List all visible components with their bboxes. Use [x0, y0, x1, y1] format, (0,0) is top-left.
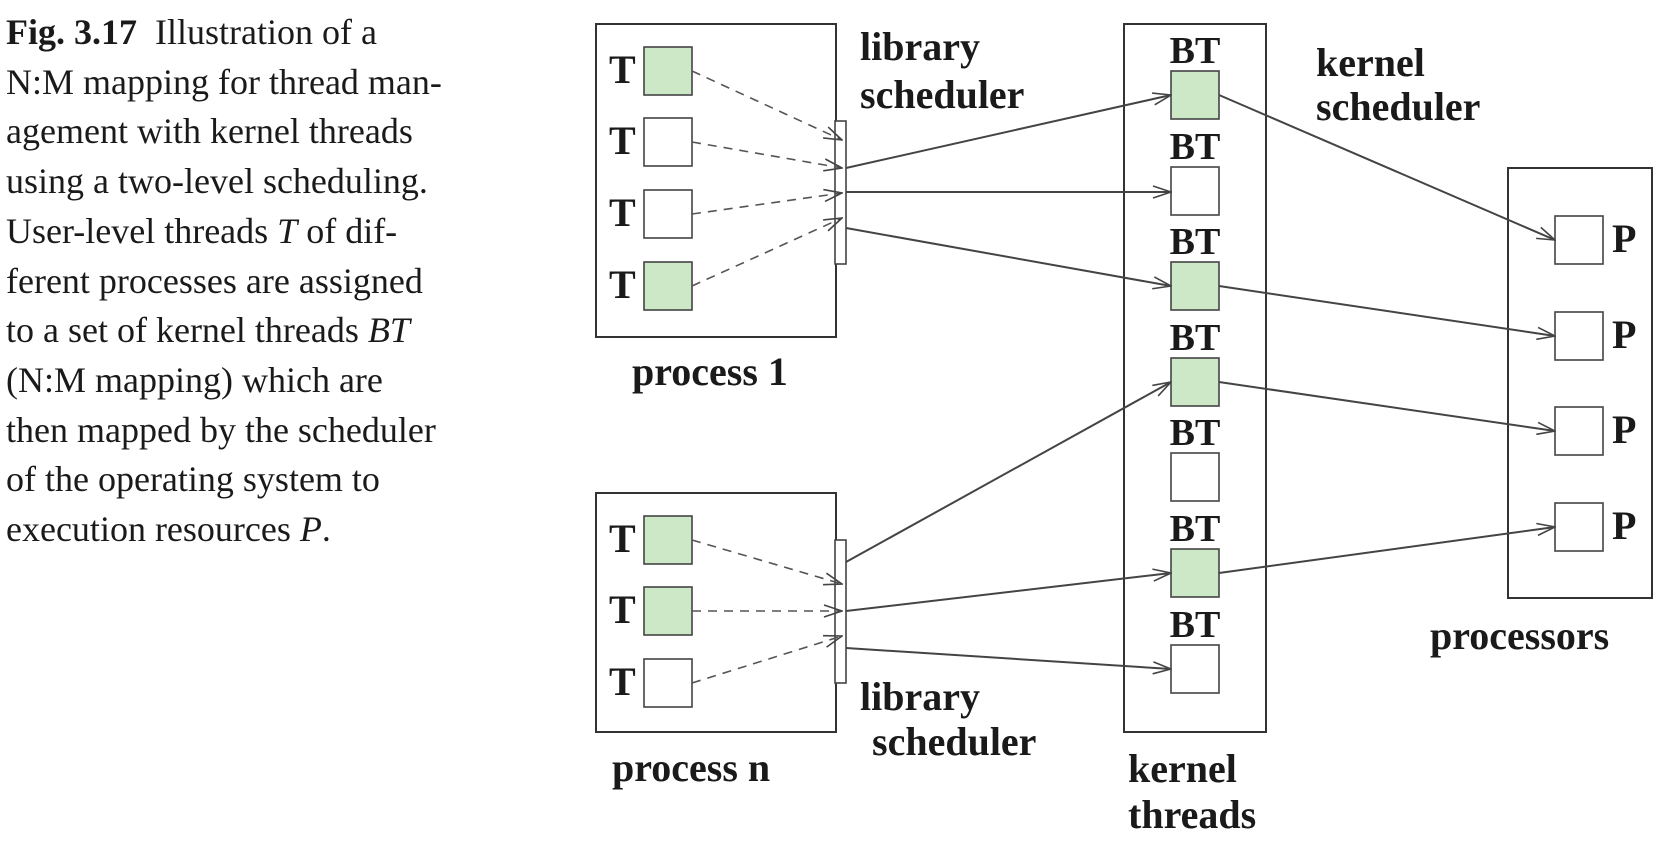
kernel-thread-to-processor-edge [1218, 527, 1555, 574]
kernel-thread-5 [1170, 452, 1220, 502]
kernel-thread-to-processor-edge [1218, 285, 1555, 336]
process-n-thread-1 [643, 515, 693, 565]
processors-frame [1507, 167, 1653, 599]
scheduler-to-kernel-thread-edge [845, 573, 1171, 612]
kernel-thread-label: BT [1170, 604, 1221, 646]
thread-to-scheduler-edge [691, 193, 842, 215]
thread-to-scheduler-edge [691, 539, 842, 584]
scheduler-to-kernel-thread-edge [845, 95, 1171, 169]
library-scheduler-label: scheduler [872, 719, 1036, 764]
caption-text: of the operating system to [6, 459, 380, 500]
kernel-thread-label: BT [1170, 508, 1221, 550]
thread-to-scheduler-edge [691, 141, 842, 168]
mapping-edges [691, 70, 1555, 684]
thread-label: T [609, 190, 636, 235]
kernel-thread-4 [1170, 357, 1220, 407]
caption-text: . [321, 509, 331, 550]
kernel-thread-to-processor-edge [1218, 94, 1555, 240]
thread-label: T [609, 587, 636, 632]
processor-label: P [1612, 216, 1636, 261]
caption-text: then mapped by the scheduler [6, 409, 436, 450]
process-1-thread-4 [643, 261, 693, 311]
thread-to-scheduler-edge [691, 218, 842, 287]
symbol-bt: BT [367, 310, 410, 351]
caption-text: ferent processes are assigned [6, 260, 423, 301]
figure-number: Fig. 3.17 [6, 12, 137, 52]
kernel-thread-list: BT BT BT BT BT BT BT [1170, 30, 1221, 694]
kernel-thread-2 [1170, 166, 1220, 216]
thread-label: T [609, 516, 636, 561]
kernel-threads-frame [1123, 23, 1267, 733]
scheduler-to-kernel-thread-edge [845, 647, 1171, 669]
kernel-thread-3 [1170, 261, 1220, 311]
caption-text: N:M mapping for thread man- [6, 61, 442, 102]
processor-list: P P P P [1554, 215, 1636, 552]
kernel-thread-label: BT [1170, 126, 1221, 168]
library-scheduler-label: scheduler [860, 72, 1024, 117]
scheduler-to-kernel-thread-edge [845, 382, 1171, 563]
processor-2 [1554, 311, 1604, 361]
processor-3 [1554, 406, 1604, 456]
thread-to-scheduler-edge [691, 636, 842, 684]
thread-label: T [609, 659, 636, 704]
process-n-thread-3 [643, 658, 693, 708]
caption-text: User-level threads [6, 210, 269, 251]
kernel-thread-7 [1170, 644, 1220, 694]
kernel-thread-label: BT [1170, 30, 1221, 72]
process-1-thread-1 [643, 46, 693, 96]
kernel-thread-label: BT [1170, 317, 1221, 359]
processor-4 [1554, 502, 1604, 552]
library-scheduler-label: library [860, 24, 980, 69]
kernel-thread-label: BT [1170, 412, 1221, 454]
thread-label: T [609, 262, 636, 307]
symbol-p: P [299, 509, 322, 550]
symbol-t: T [277, 210, 298, 251]
scheduler-to-kernel-thread-edge [845, 227, 1171, 286]
kernel-scheduler-label: kernel [1316, 40, 1425, 85]
kernel-scheduler-label: scheduler [1316, 84, 1480, 129]
library-scheduler-label: library [860, 674, 980, 719]
kernel-thread-6 [1170, 548, 1220, 598]
kernel-thread-to-processor-edge [1218, 381, 1555, 431]
process-n-threads: TTT [609, 515, 693, 708]
caption-text: (N:M mapping) which are [6, 359, 383, 400]
caption-text: using a two-level scheduling. [6, 161, 428, 202]
caption-text: execution resources [6, 509, 291, 550]
process-1-thread-2 [643, 117, 693, 167]
processor-label: P [1612, 312, 1636, 357]
thread-to-scheduler-edge [691, 70, 842, 140]
caption-text: to a set of kernel threads [6, 310, 359, 351]
thread-label: T [609, 47, 636, 92]
figure-caption: Fig. 3.17 Illustration of a N:M mapping f… [6, 8, 526, 555]
process-1-thread-3 [643, 189, 693, 239]
thread-label: T [609, 118, 636, 163]
kernel-threads-label: threads [1128, 792, 1256, 837]
processor-label: P [1612, 503, 1636, 548]
kernel-thread-label: BT [1170, 221, 1221, 263]
processors-label: processors [1430, 613, 1609, 658]
caption-text: agement with kernel threads [6, 111, 413, 152]
process-n-label: process n [612, 745, 770, 790]
processor-label: P [1612, 407, 1636, 452]
processor-1 [1554, 215, 1604, 265]
kernel-thread-1 [1170, 70, 1220, 120]
process-1-label: process 1 [632, 349, 788, 394]
caption-text: of dif- [306, 210, 398, 251]
kernel-threads-label: kernel [1128, 746, 1237, 791]
caption-text: Illustration of a [155, 12, 377, 52]
process-n-thread-2 [643, 586, 693, 636]
